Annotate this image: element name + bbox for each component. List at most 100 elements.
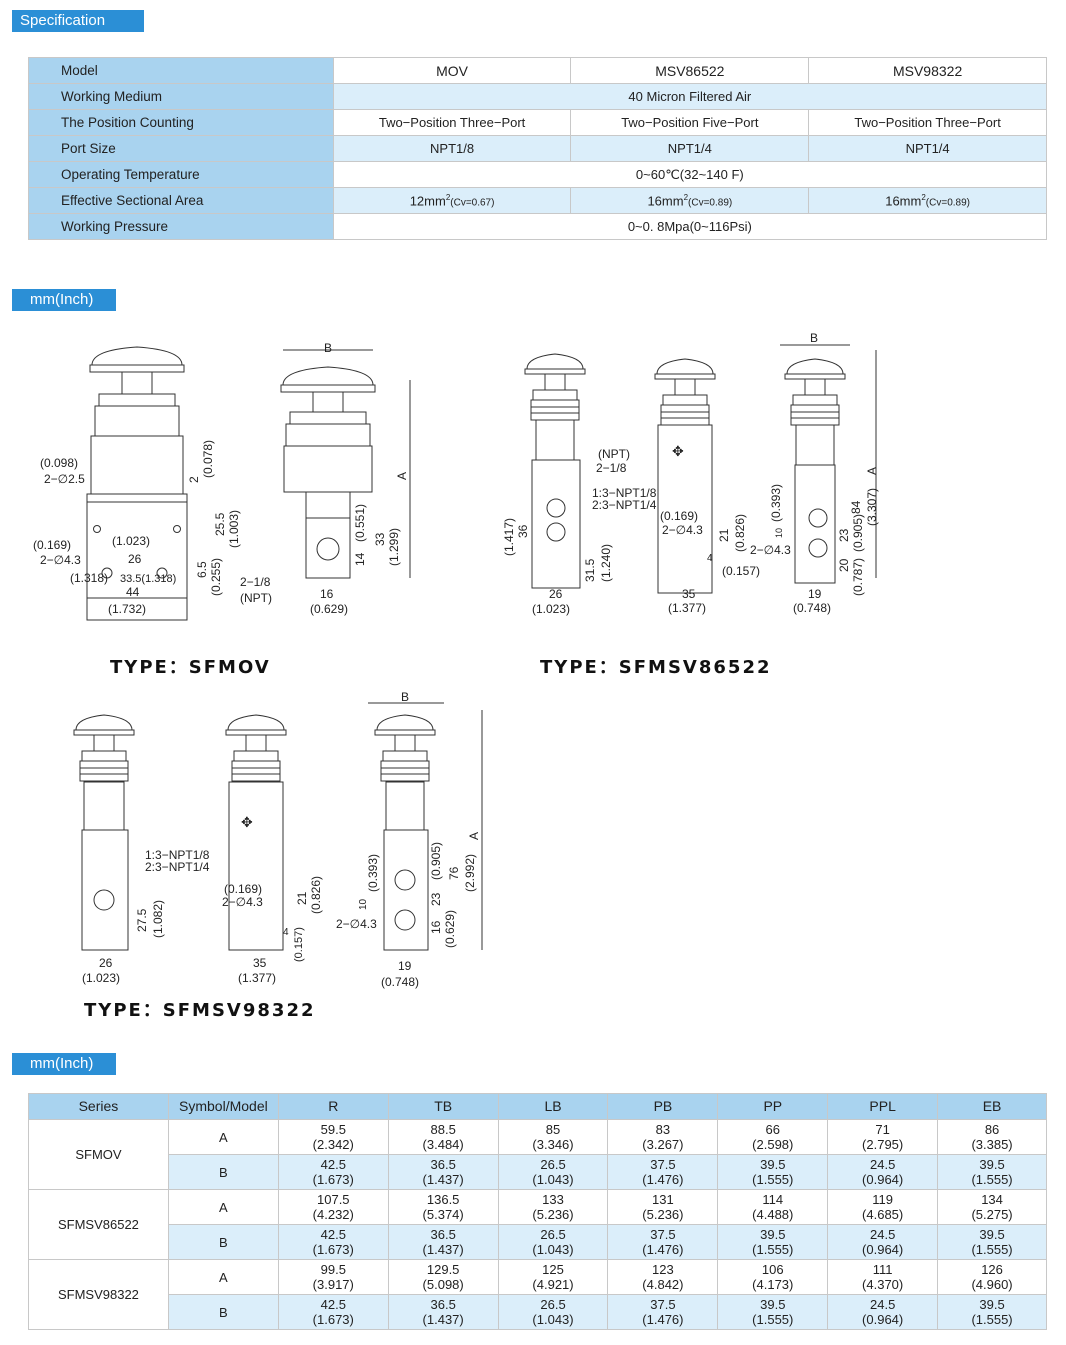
dim-label: 35	[253, 956, 267, 970]
dim-label: (1.299)	[387, 528, 401, 566]
dimension-value-cell: 39.5(1.555)	[717, 1154, 829, 1190]
spec-label: Working Pressure	[28, 213, 334, 240]
dim-label: 4	[707, 553, 713, 564]
column-header: EB	[937, 1093, 1047, 1120]
dimension-value-cell: 39.5(1.555)	[937, 1224, 1047, 1260]
spec-value: 12mm2(Cv=0.67)	[332, 187, 572, 214]
dimension-value-cell: 88.5(3.484)	[387, 1119, 499, 1155]
dimension-value-cell: 71(2.795)	[827, 1119, 939, 1155]
dimension-value-cell: 42.5(1.673)	[277, 1154, 389, 1190]
cross-mark-icon: ✥	[672, 443, 684, 459]
spec-value: 0~60℃(32~140 F)	[332, 161, 1048, 188]
dim-label: (1.417)	[502, 518, 516, 556]
series-cell: SFMSV98322	[28, 1259, 169, 1330]
section-title-dimension-table: mm(Inch)	[12, 1053, 116, 1075]
dim-label: (0.098)	[40, 456, 78, 470]
dim-label: (1.023)	[532, 602, 570, 616]
dim-label: (0.629)	[310, 602, 348, 616]
dimension-value-cell: 42.5(1.673)	[277, 1224, 389, 1260]
sfmsv86522-middle-view: ✥ (0.169) 2−∅4.3 21 (0.826) 4 (0.157) 35…	[654, 358, 760, 615]
spec-model-cell: MSV98322	[808, 57, 1047, 84]
dim-label: 2−∅4.3	[222, 895, 263, 909]
spec-row-model: Model MOV MSV86522 MSV98322	[28, 57, 1047, 84]
dim-label: 33.5(1.318)	[120, 573, 176, 585]
dim-label: (2.992)	[463, 854, 477, 892]
dimension-value-cell: 111(4.370)	[827, 1259, 939, 1295]
dim-label: 10	[358, 898, 369, 910]
dimension-value-cell: 99.5(3.917)	[277, 1259, 389, 1295]
dim-label: 10	[774, 528, 784, 538]
type-label-sfmov: TYPE：SFMOV	[110, 657, 271, 678]
dimension-value-cell: 26.5(1.043)	[497, 1224, 609, 1260]
dim-label: A	[467, 832, 481, 840]
dim-label: 4	[283, 927, 289, 938]
spec-value: Two−Position Five−Port	[570, 109, 810, 136]
dimension-value-cell: 119(4.685)	[827, 1189, 939, 1225]
dim-label: (NPT)	[240, 591, 272, 605]
dim-label: (0.748)	[793, 601, 831, 615]
dim-label: (NPT)	[598, 447, 630, 461]
spec-value: 16mm2(Cv=0.89)	[808, 187, 1047, 214]
dim-label: 19	[398, 959, 412, 973]
dim-label: (0.905)	[429, 842, 443, 880]
spec-label: Model	[28, 57, 334, 84]
dimension-value-cell: 39.5(1.555)	[717, 1294, 829, 1330]
dim-label: (1.082)	[151, 900, 165, 938]
spec-value: 40 Micron Filtered Air	[332, 83, 1048, 110]
dimension-value-cell: 36.5(1.437)	[387, 1154, 499, 1190]
sfmsv86522-side-view: B A (0.393) 10 2−∅4.3 84 (3.307) 23 (0.9…	[750, 331, 879, 615]
sfmsv98322-middle-view: ✥ (0.169) 2−∅4.3 21 (0.826) 4 (0.157) 35…	[222, 714, 323, 985]
dim-label: 26	[549, 587, 563, 601]
dim-label: (0.826)	[309, 876, 323, 914]
sfmsv98322-side-view: B A (0.393) 10 2−∅4.3 (0.905) 76 (2.992)…	[336, 690, 483, 989]
dim-label: 16	[429, 920, 443, 934]
sfmsv98322-front-view: 1:3−NPT1/8 2:3−NPT1/4 27.5 (1.082) 26 (1…	[73, 714, 210, 985]
specification-table: Model MOV MSV86522 MSV98322 Working Medi…	[28, 57, 1048, 240]
dim-label: 2−1/8	[596, 461, 627, 475]
dim-label: 26	[128, 552, 142, 566]
dimension-value-cell: 136.5(5.374)	[387, 1189, 499, 1225]
dim-label: 25.5	[213, 512, 227, 536]
dim-label: 16	[320, 587, 334, 601]
dimension-value-cell: 133(5.236)	[497, 1189, 609, 1225]
dim-label: 23	[837, 528, 851, 542]
symbol-cell: B	[167, 1294, 279, 1330]
dim-label: (0.078)	[201, 440, 215, 478]
dimension-value-cell: 59.5(2.342)	[277, 1119, 389, 1155]
dimension-value-cell: 125(4.921)	[497, 1259, 609, 1295]
spec-model-cell: MOV	[332, 57, 572, 84]
dim-label: A	[865, 467, 879, 475]
dim-label: (1.377)	[238, 971, 276, 985]
dim-label: (0.787)	[851, 558, 865, 596]
dimension-value-cell: 85(3.346)	[497, 1119, 609, 1155]
column-header: PP	[717, 1093, 829, 1120]
dim-label: 27.5	[135, 908, 149, 932]
dim-label: 2−1/8	[240, 575, 271, 589]
dim-label: (1.023)	[82, 971, 120, 985]
dimension-value-cell: 24.5(0.964)	[827, 1294, 939, 1330]
section-title-specification: Specification	[12, 10, 144, 32]
sfmov-front-view: (0.098) 2−∅2.5 (0.169) 2−∅4.3 (1.023) 26…	[33, 346, 241, 621]
dimension-value-cell: 37.5(1.476)	[607, 1154, 719, 1190]
dimension-value-cell: 107.5(4.232)	[277, 1189, 389, 1225]
dimension-value-cell: 131(5.236)	[607, 1189, 719, 1225]
dim-label: B	[324, 341, 332, 355]
dim-label: 20	[837, 558, 851, 572]
dim-label: 2:3−NPT1/4	[145, 860, 210, 874]
dim-label: 33	[373, 532, 387, 546]
dimension-value-cell: 129.5(5.098)	[387, 1259, 499, 1295]
cross-mark-icon: ✥	[241, 814, 253, 830]
column-header: LB	[497, 1093, 609, 1120]
dim-label: 6.5	[195, 561, 209, 578]
dim-label: 2−∅4.3	[336, 917, 377, 931]
dim-label: (0.169)	[660, 509, 698, 523]
dimension-value-cell: 42.5(1.673)	[277, 1294, 389, 1330]
dim-label: 35	[682, 587, 696, 601]
